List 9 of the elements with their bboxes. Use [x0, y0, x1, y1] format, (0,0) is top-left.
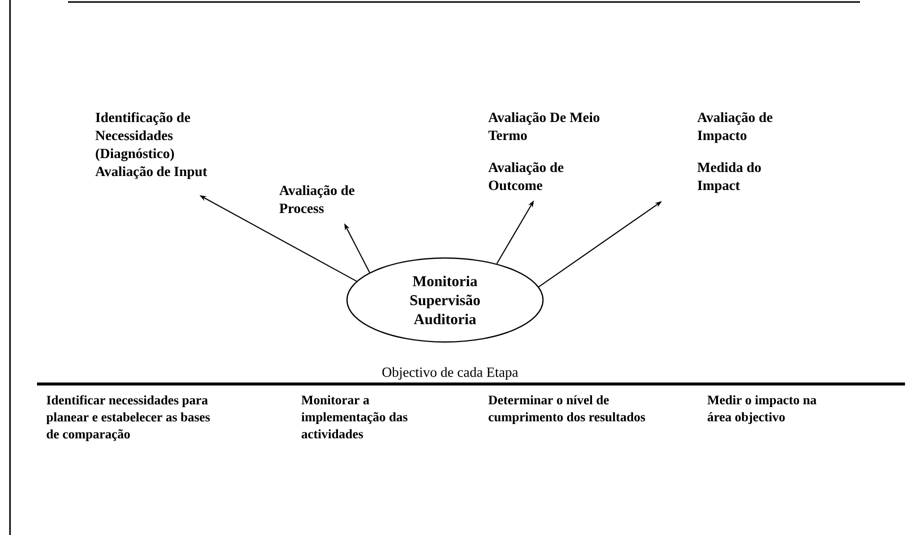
table-text: Medir o impacto na área objectivo: [707, 395, 816, 424]
text-label: Avaliação de Impacto Medida do Impact: [697, 112, 772, 193]
text-label: Identificação de Necessidades (Diagnóstico) Avaliação de Input: [95, 112, 208, 180]
text-label: Avaliação De Meio Termo Avaliação de Outcome: [488, 112, 600, 190]
table-text: Identificar necessidades para planear e estabelecer as bases de comparação: [46, 395, 210, 442]
table-text: Determinar o nível de cumprimento dos resultados: [488, 395, 646, 424]
table-text: Monitorar a implementação das actividades: [301, 395, 408, 438]
text-label: Avaliação de Process: [279, 185, 354, 214]
heading: Objectivo de cada Etapa: [382, 367, 518, 380]
